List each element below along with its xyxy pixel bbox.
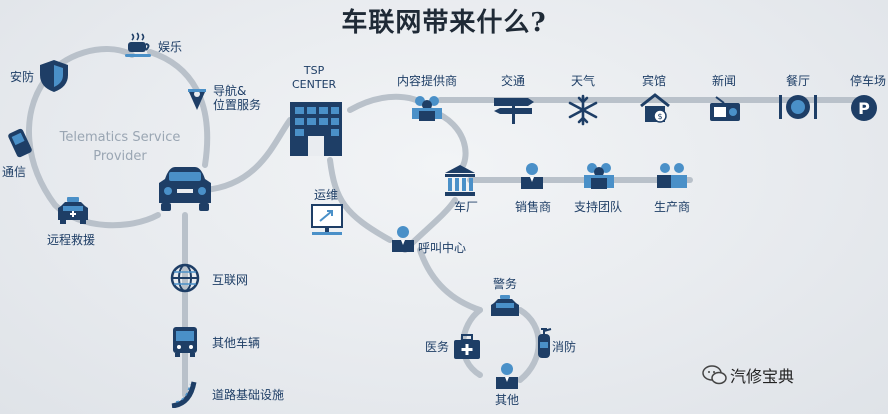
label-entertainment: 娱乐 [158,40,183,54]
label-rescue: 远程救援 [47,233,96,247]
label-medical: 医务 [425,340,450,354]
label-hotel: 宾馆 [642,74,667,88]
bus-icon [173,327,197,357]
svg-text:$: $ [657,112,662,121]
label-security: 安防 [10,70,35,84]
label-navigation-line2: 位置服务 [213,98,262,112]
label-communication: 通信 [2,165,27,179]
rescue-car-icon [58,197,88,224]
label-support-team: 支持团队 [574,200,623,214]
coffee-cup-icon [125,32,151,57]
building-icon [290,102,342,156]
tsp-center-label: TSP CENTER [292,64,336,92]
other-person-icon [496,363,518,389]
tsp-line1: TSP [303,64,325,77]
tsp-line2: CENTER [292,78,337,91]
producer-icon [657,163,687,188]
radio-icon [710,96,740,121]
watermark-text: 汽修宝典 [730,367,795,386]
factory-icon [445,165,475,196]
provider-label-line2: Provider [93,149,147,164]
provider-label: Telematics Service Provider [45,128,195,166]
road-sign-icon [494,98,534,124]
globe-icon [170,263,200,293]
fire-extinguisher-icon [538,328,552,358]
road-infrastructure-icon [171,381,197,408]
parking-icon: P [851,95,877,121]
label-parking: 停车场 [850,74,887,88]
navigation-pin-icon [188,89,206,110]
monitor-icon [311,204,343,235]
label-weather: 天气 [571,74,596,88]
phone-icon [8,128,32,158]
snowflake-icon [568,94,598,126]
label-police: 警务 [493,277,518,291]
svg-text:P: P [858,99,870,118]
label-operations: 运维 [314,188,339,202]
label-navigation: 导航& 位置服务 [213,84,261,112]
label-road-infrastructure: 道路基础设施 [212,388,285,402]
wechat-icon [702,365,727,385]
plate-icon [779,95,817,119]
hotel-icon: $ [640,93,670,123]
people-group-icon [412,96,442,121]
label-other: 其他 [495,393,520,407]
car-icon [159,167,211,211]
label-restaurant: 餐厅 [786,74,811,88]
diagram-title: 车联网带来什么? [341,8,547,38]
label-producer: 生产商 [654,200,691,214]
label-fire: 消防 [552,340,577,354]
label-traffic: 交通 [501,74,526,88]
label-sales: 销售商 [515,200,552,214]
label-call-center: 呼叫中心 [418,241,467,255]
call-center-agent-icon [392,226,414,252]
label-news: 新闻 [712,74,737,88]
support-team-icon [584,163,614,189]
provider-label-line1: Telematics Service [59,130,181,145]
medical-kit-icon [454,334,480,359]
label-internet: 互联网 [212,273,249,287]
label-content-provider: 内容提供商 [397,74,458,88]
label-other-vehicles: 其他车辆 [212,336,261,350]
label-manufacturer: 车厂 [454,200,479,214]
police-car-icon [491,295,519,316]
label-navigation-line1: 导航& [213,84,247,98]
shield-icon [40,60,68,92]
salesperson-icon [521,163,543,189]
